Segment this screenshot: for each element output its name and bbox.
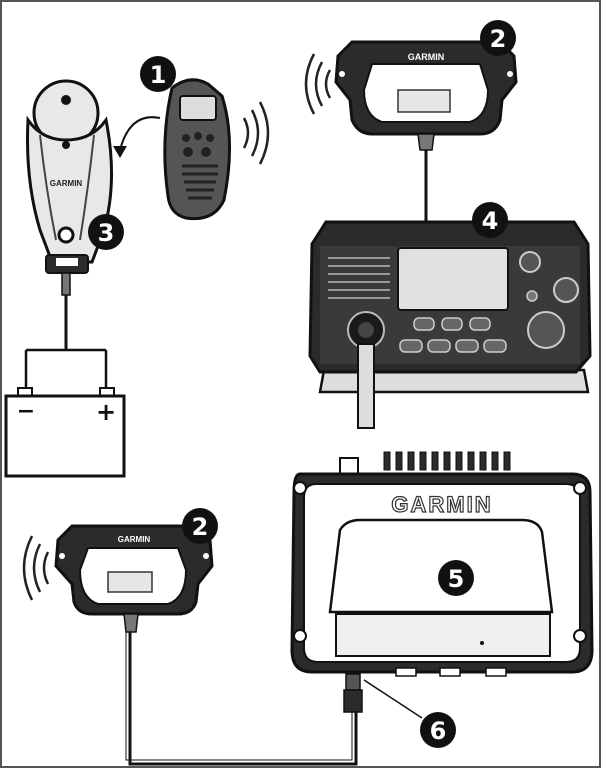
charging-cradle: GARMIN — [26, 79, 114, 274]
callout-4-label: 4 — [482, 207, 499, 235]
cradle-brand-label: GARMIN — [50, 179, 83, 188]
cradle-power-cable — [24, 272, 108, 392]
callout-5: 5 — [438, 560, 474, 596]
mic-signal-waves — [242, 101, 270, 165]
callout-2-top-label: 2 — [490, 25, 507, 53]
placement-arrow — [113, 116, 161, 158]
battery-positive-sign: + — [96, 398, 116, 426]
black-box-unit: GARMIN — [290, 451, 594, 677]
callout-6-leader — [363, 679, 423, 719]
handheld-mic — [163, 78, 232, 221]
callout-2-top: 2 — [480, 20, 516, 56]
ap-bottom-brand-label: GARMIN — [118, 535, 151, 544]
cable-connector — [343, 673, 363, 713]
vhf-radio — [308, 220, 592, 394]
battery: − + — [4, 387, 126, 478]
callout-6-label: 6 — [430, 717, 447, 745]
callout-3-label: 3 — [98, 219, 115, 247]
callout-3: 3 — [88, 214, 124, 250]
battery-negative-sign: − — [17, 399, 35, 424]
ap-to-blackbox-cable — [123, 613, 358, 766]
callout-4: 4 — [472, 202, 508, 238]
callout-2-bottom: 2 — [182, 508, 218, 544]
callout-2-bottom-label: 2 — [192, 513, 209, 541]
wireless-access-point-bottom: GARMIN — [54, 524, 214, 616]
ap-to-radio-cable — [417, 133, 435, 222]
callout-1: 1 — [140, 56, 176, 92]
callout-5-label: 5 — [448, 565, 465, 593]
ap-bottom-signal-waves — [22, 535, 50, 601]
ap-top-signal-waves — [304, 53, 332, 115]
radio-mic-cord — [357, 343, 375, 429]
callout-6: 6 — [420, 712, 456, 748]
heatsink-fins — [339, 451, 511, 475]
ap-top-brand-label: GARMIN — [408, 52, 445, 62]
blackbox-brand-label: GARMIN — [391, 492, 492, 517]
wireless-access-point-top: GARMIN — [334, 40, 518, 136]
callout-1-label: 1 — [150, 61, 167, 89]
